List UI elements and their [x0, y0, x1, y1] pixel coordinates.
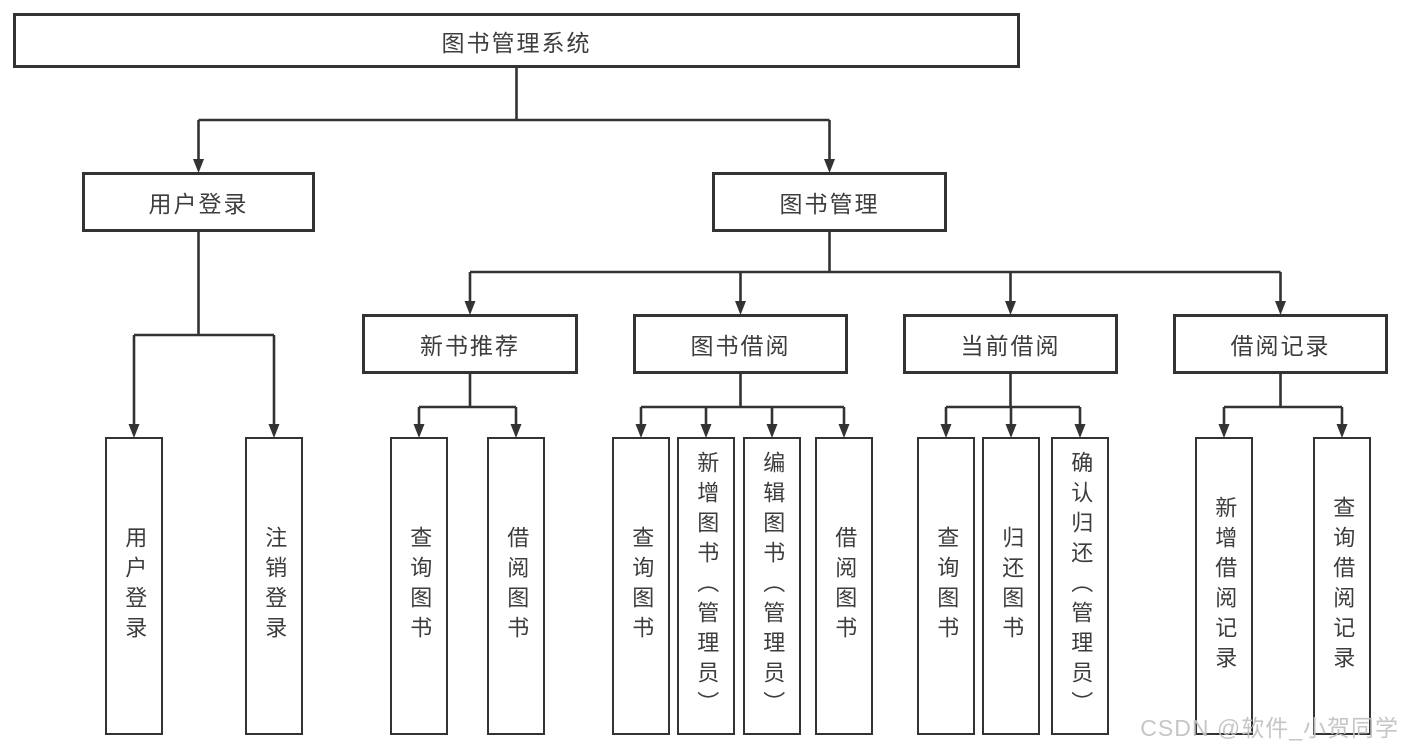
- leaf-borrow-books-recommend: 借阅图书: [487, 437, 545, 735]
- leaf-add-books-admin-label: 新增图书（管理员）: [694, 451, 720, 721]
- leaf-user-login-label: 用户登录: [122, 526, 148, 646]
- connector-newbook-to-leaves: [417, 374, 518, 426]
- leaf-confirm-return-admin: 确认归还（管理员）: [1051, 437, 1109, 735]
- node-user-login-label: 用户登录: [148, 191, 249, 217]
- leaf-add-borrow-record-label: 新增借阅记录: [1212, 496, 1238, 676]
- csdn-watermark: CSDN @软件_小贺同学: [1140, 715, 1399, 741]
- node-current-borrow-label: 当前借阅: [960, 333, 1061, 359]
- leaf-query-books-current-label: 查询图书: [934, 526, 960, 646]
- leaf-borrow-books: 借阅图书: [815, 437, 873, 735]
- leaf-query-books-borrow-label: 查询图书: [629, 526, 655, 646]
- node-borrow-records-label: 借阅记录: [1230, 333, 1331, 359]
- arrowheads-userlogin-leaves: [128, 424, 280, 438]
- leaf-query-books-recommend-label: 查询图书: [407, 526, 433, 646]
- leaf-logout-label: 注销登录: [262, 526, 288, 646]
- node-borrow-records: 借阅记录: [1173, 314, 1388, 374]
- leaf-add-borrow-record: 新增借阅记录: [1195, 437, 1253, 735]
- leaf-logout: 注销登录: [245, 437, 303, 735]
- node-new-book-recommend: 新书推荐: [362, 314, 578, 374]
- leaf-query-books-borrow: 查询图书: [612, 437, 670, 735]
- connector-root-to-level2: [197, 68, 831, 161]
- node-current-borrow: 当前借阅: [903, 314, 1118, 374]
- leaf-confirm-return-admin-label: 确认归还（管理员）: [1068, 451, 1094, 721]
- leaf-return-books-label: 归还图书: [999, 526, 1025, 646]
- leaf-borrow-books-recommend-label: 借阅图书: [504, 526, 530, 646]
- arrowheads-newbook-leaves: [413, 424, 522, 438]
- leaf-add-books-admin: 新增图书（管理员）: [677, 437, 735, 735]
- connector-bookmgmt-to-level3: [468, 232, 1282, 303]
- node-user-login: 用户登录: [82, 172, 315, 232]
- arrowheads-bookborrow-leaves: [635, 424, 850, 438]
- node-book-management-label: 图书管理: [779, 191, 880, 217]
- leaf-query-borrow-record: 查询借阅记录: [1313, 437, 1371, 735]
- leaf-return-books: 归还图书: [982, 437, 1040, 735]
- arrowheads-currentborrow-leaves: [940, 424, 1086, 438]
- leaf-query-borrow-record-label: 查询借阅记录: [1330, 496, 1356, 676]
- leaf-edit-books-admin: 编辑图书（管理员）: [743, 437, 801, 735]
- arrowheads-level2: [193, 159, 835, 173]
- node-book-borrow-label: 图书借阅: [690, 333, 791, 359]
- node-book-management: 图书管理: [712, 172, 947, 232]
- leaf-user-login: 用户登录: [105, 437, 163, 735]
- node-root-label: 图书管理系统: [441, 29, 592, 56]
- leaf-edit-books-admin-label: 编辑图书（管理员）: [760, 451, 786, 721]
- node-new-book-recommend-label: 新书推荐: [420, 333, 520, 359]
- connector-records-to-leaves: [1222, 374, 1344, 426]
- connector-bookborrow-to-leaves: [639, 374, 846, 426]
- leaf-query-books-recommend: 查询图书: [390, 437, 448, 735]
- arrowheads-level3: [464, 301, 1286, 315]
- leaf-query-books-current: 查询图书: [917, 437, 975, 735]
- leaf-borrow-books-label: 借阅图书: [832, 526, 858, 646]
- node-book-borrow: 图书借阅: [633, 314, 848, 374]
- arrowheads-records-leaves: [1218, 424, 1348, 438]
- connector-userlogin-to-leaves: [132, 232, 276, 426]
- connector-currentborrow-to-leaves: [944, 374, 1082, 426]
- node-root: 图书管理系统: [13, 13, 1020, 68]
